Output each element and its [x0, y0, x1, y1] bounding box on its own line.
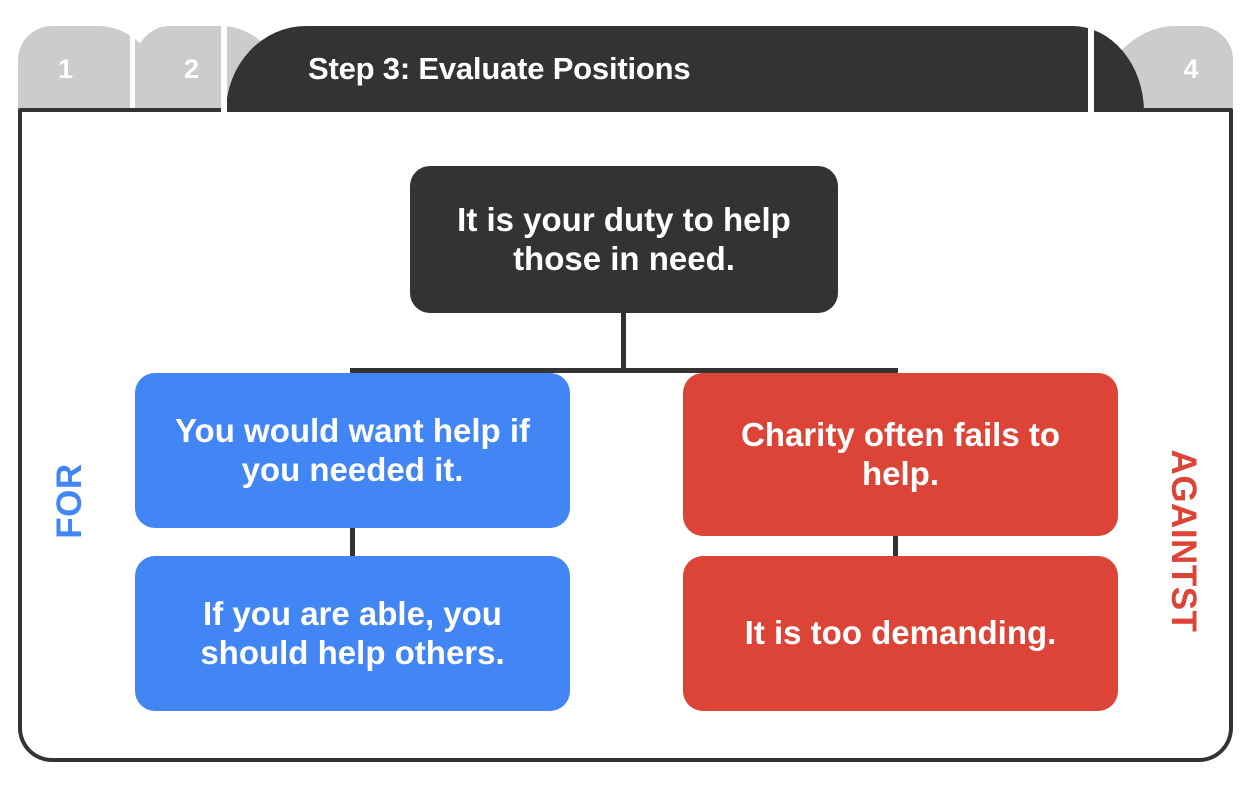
side-label-against: AGAINTST — [1164, 449, 1203, 633]
tab-strip: 1 2 4 Step 3: Evaluate Positions — [18, 26, 1233, 112]
argument-diagram: It is your duty to help those in need. Y… — [18, 26, 1233, 711]
tab-step-1-label: 1 — [58, 53, 74, 84]
for-argument-2[interactable]: If you are able, you should help others. — [135, 556, 570, 711]
tab-step-4-label: 4 — [1183, 53, 1199, 84]
for-argument-1[interactable]: You would want help if you needed it. — [135, 373, 570, 528]
against-argument-1[interactable]: Charity often fails to help. — [683, 373, 1118, 536]
side-label-for: FOR — [50, 463, 89, 539]
page-title: Step 3: Evaluate Positions — [308, 51, 691, 86]
against-argument-2[interactable]: It is too demanding. — [683, 556, 1118, 711]
tab-step-3-active[interactable]: Step 3: Evaluate Positions — [226, 26, 1144, 112]
step-card: 1 2 4 Step 3: Evaluate Positions It is y… — [18, 26, 1233, 762]
connector-against-1-to-against-2 — [893, 521, 898, 566]
connector-horizontal-bar — [350, 368, 898, 373]
claim-node[interactable]: It is your duty to help those in need. — [410, 166, 838, 313]
connector-for-1-to-for-2 — [350, 521, 355, 566]
connector-claim-stem — [621, 313, 626, 371]
tab-step-2-label: 2 — [184, 53, 200, 84]
